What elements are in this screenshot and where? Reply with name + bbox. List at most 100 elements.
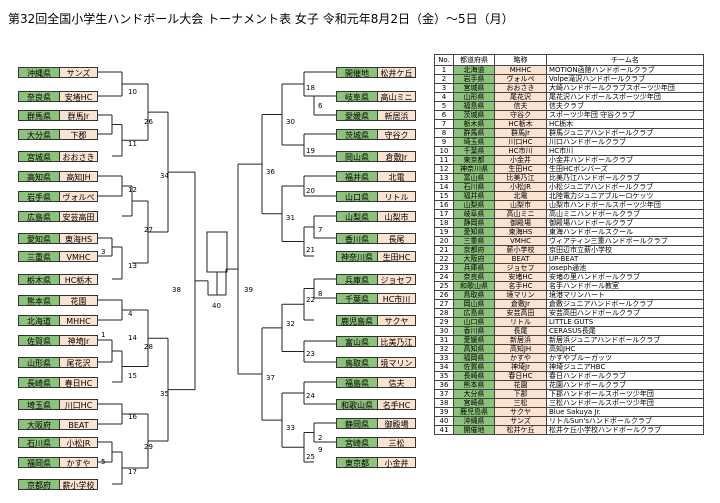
row-team-name: 尾花沢ハンドボールスポーツ少年団 (546, 92, 704, 102)
row-team-name: 名手ハンドボール教室 (546, 281, 704, 291)
row-prefecture: 長崎県 (453, 371, 495, 381)
team-abbrev: 名手HC (378, 400, 415, 409)
row-prefecture: 群馬県 (453, 128, 495, 138)
team-abbrev: 境マリン (378, 358, 415, 367)
row-team-name: 三松ハンドボールスポーツ少年団 (546, 398, 704, 408)
match-number-3: 3 (101, 248, 106, 256)
row-number: 23 (434, 263, 454, 273)
row-prefecture: 岩手県 (453, 74, 495, 84)
team-abbrev: 小金井 (378, 458, 415, 467)
team-prefecture: 愛知県 (19, 234, 60, 243)
row-number: 19 (434, 227, 454, 237)
team-prefecture: 熊本県 (19, 296, 60, 305)
row-prefecture: 福岡県 (453, 353, 495, 363)
team-abbrev: 守谷ク (378, 130, 415, 139)
row-abbrev: 神埼Jr (494, 362, 547, 372)
row-number: 8 (434, 128, 454, 138)
row-number: 35 (434, 371, 454, 381)
team-abbrev: 下郡 (60, 130, 97, 139)
team-abbrev: 倉敷Jr (378, 152, 415, 161)
row-number: 14 (434, 182, 454, 192)
row-abbrev: HC市川 (494, 146, 547, 156)
row-team-name: Volpe滝沢ハンドボールクラブ (546, 74, 704, 84)
match-number-32: 32 (286, 320, 295, 328)
table-header-2: 都道府県 (453, 54, 495, 66)
left-team-20: 福岡県かすや (18, 457, 98, 468)
row-team-name: 境港マリンハート (546, 290, 704, 300)
row-prefecture: 北海道 (453, 65, 495, 75)
team-prefecture: 千葉県 (337, 294, 378, 303)
team-prefecture: 静岡県 (337, 419, 378, 428)
row-abbrev: 長尾 (494, 326, 547, 336)
right-team-2: 岐阜県高山ミニ (336, 91, 416, 102)
row-abbrev: HC栃木 (494, 119, 547, 129)
row-number: 21 (434, 245, 454, 255)
left-team-19: 石川県小松JR (18, 437, 98, 448)
row-number: 9 (434, 137, 454, 147)
row-abbrev: 守谷ク (494, 110, 547, 120)
row-abbrev: 高山ミニ (494, 209, 547, 219)
left-team-21: 京都府薪小学校 (18, 479, 98, 490)
team-prefecture: 三重県 (19, 252, 60, 261)
row-team-name: リトルSun'sハンドボールクラブ (546, 416, 704, 426)
left-team-2: 奈良県安堵HC (18, 91, 98, 102)
match-number-19: 19 (306, 147, 315, 155)
team-prefecture: 栃木県 (19, 275, 60, 284)
row-prefecture: 岡山県 (453, 299, 495, 309)
team-prefecture: 宮崎県 (337, 438, 378, 447)
team-abbrev: 松井ケ丘 (378, 68, 415, 77)
row-team-name: 松井ケ丘小学校ハンドボールクラブ (546, 425, 704, 435)
match-number-29: 29 (144, 443, 153, 451)
team-prefecture: 大分県 (19, 130, 60, 139)
row-number: 33 (434, 353, 454, 363)
match-number-25: 25 (306, 453, 315, 461)
team-abbrev: サンズ (60, 68, 97, 77)
row-abbrev: 安堵HC (494, 272, 547, 282)
row-team-name: 生田HCボンバーズ (546, 164, 704, 174)
row-team-name: CERASUS長尾 (546, 326, 704, 336)
row-prefecture: 京都府 (453, 245, 495, 255)
row-team-name: ヴィアティン三重ハンドボールクラブ (546, 236, 704, 246)
left-team-1: 沖縄県サンズ (18, 67, 98, 78)
right-team-14: 富山県比美乃江 (336, 336, 416, 347)
row-number: 6 (434, 110, 454, 120)
team-prefecture: 大阪府 (19, 420, 60, 429)
table-header-3: 略称 (494, 54, 547, 66)
row-prefecture: 三重県 (453, 236, 495, 246)
team-abbrev: 比美乃江 (378, 337, 415, 346)
team-abbrev: 薪小学校 (60, 480, 97, 489)
match-number-24: 24 (306, 392, 315, 400)
row-abbrev: ヴォルペ (494, 74, 547, 84)
team-abbrev: 三松 (378, 438, 415, 447)
left-team-3: 群馬県群馬Jr (18, 110, 98, 121)
row-prefecture: 山口県 (453, 317, 495, 327)
row-prefecture: 福井県 (453, 191, 495, 201)
row-prefecture: 鹿児島県 (453, 407, 495, 417)
team-abbrev: 尾花沢 (60, 358, 97, 367)
row-abbrev: 北電 (494, 191, 547, 201)
team-prefecture: 沖縄県 (19, 68, 60, 77)
match-number-26: 26 (144, 118, 153, 126)
match-number-12: 12 (128, 186, 137, 194)
match-number-33: 33 (286, 424, 295, 432)
row-abbrev: 小金井 (494, 155, 547, 165)
row-prefecture: 山形県 (453, 92, 495, 102)
left-team-9: 愛知県東海HS (18, 233, 98, 244)
team-prefecture: 山梨県 (337, 212, 378, 221)
team-prefecture: 高知県 (19, 172, 60, 181)
